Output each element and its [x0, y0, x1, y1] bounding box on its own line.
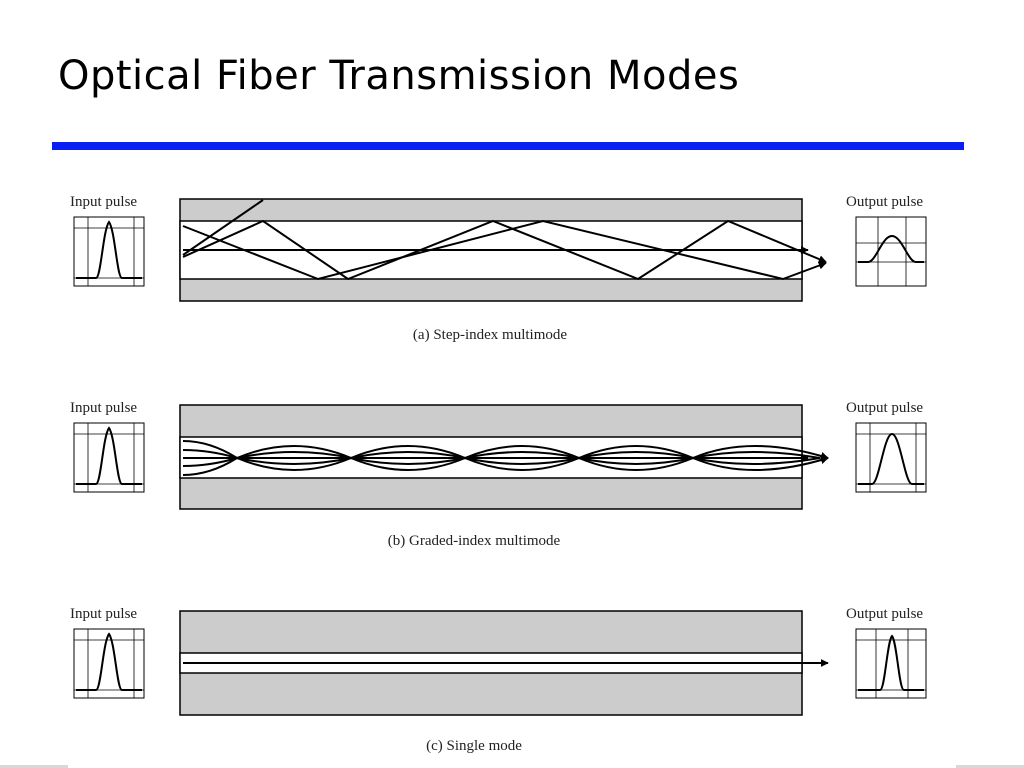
output-pulse-graph-c [855, 628, 927, 699]
input-pulse-graph-b [73, 422, 145, 493]
output-pulse-curve-b [858, 432, 924, 485]
caption-b: (b) Graded-index multimode [388, 533, 561, 549]
input-label-b: Input pulse [70, 400, 137, 416]
input-label-a: Input pulse [70, 194, 137, 210]
output-pulse-graph-b [855, 422, 927, 493]
output-label-c: Output pulse [846, 606, 923, 622]
panel-step-index: Input pulse Output pulse [70, 194, 927, 343]
output-pulse-curve-a [858, 234, 924, 263]
panel-graded-index: Input pulse Output pulse [70, 400, 927, 549]
rays-step-index [182, 199, 827, 281]
output-pulse-curve-c [858, 634, 924, 691]
title-rule [52, 142, 964, 150]
slide-corner-left [0, 765, 68, 768]
slide-title: Optical Fiber Transmission Modes [58, 53, 740, 99]
rays-graded-index [182, 440, 829, 476]
input-pulse-curve-c [76, 632, 142, 691]
input-label-c: Input pulse [70, 606, 137, 622]
input-pulse-graph-c [73, 628, 145, 699]
slide-corner-right [956, 765, 1024, 768]
caption-c: (c) Single mode [426, 738, 522, 754]
output-label-a: Output pulse [846, 194, 923, 210]
input-pulse-curve-b [76, 426, 142, 485]
input-pulse-curve-a [76, 220, 142, 279]
output-label-b: Output pulse [846, 400, 923, 416]
panel-single-mode: Input pulse Output pulse (c) Single mode [70, 606, 927, 754]
caption-a: (a) Step-index multimode [413, 327, 567, 343]
output-pulse-graph-a [855, 216, 927, 287]
input-pulse-graph-a [73, 216, 145, 287]
